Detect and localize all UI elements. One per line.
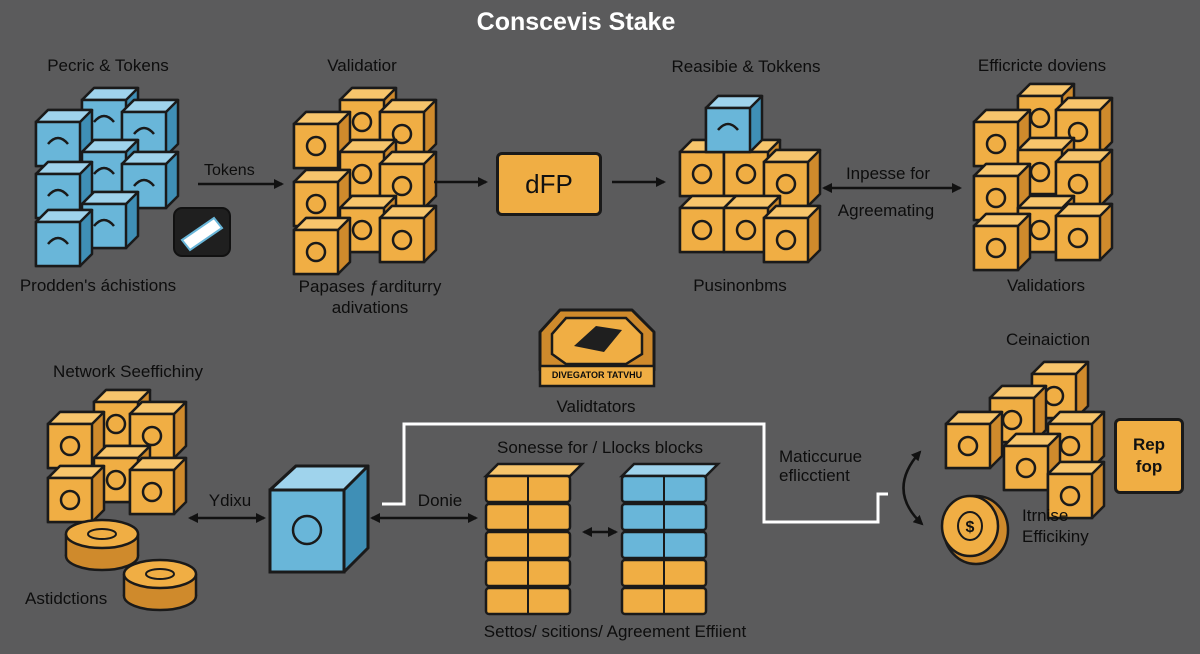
label-col1-top: Pecric & Tokens [47, 56, 169, 75]
orange-block-stack-efficricte [972, 82, 1114, 272]
label-col3-top: Reasibie & Tokkens [671, 57, 821, 76]
hex-badge-icon [538, 308, 656, 388]
label-settos: Settos/ scitions/ Agreement Effiient [483, 622, 747, 641]
orange-block-stack-network [46, 388, 188, 524]
label-col2-top: Validatior [327, 56, 397, 75]
label-itrnise-1: Itrnise [1022, 506, 1069, 525]
badge-caption: Validtators [556, 397, 636, 416]
orange-block-stack-reasible [678, 94, 822, 264]
arrow-curved [902, 450, 924, 526]
label-ydixu: Ydixu [208, 491, 252, 510]
rep-fop-line-1: Rep [1132, 435, 1166, 454]
orange-block-cluster-right [944, 360, 1106, 520]
label-col2-bottom-2: adivations [331, 298, 409, 317]
connector-line [382, 422, 888, 524]
label-maticcurue-1: Maticcurue [779, 447, 863, 466]
blue-cube-center [268, 464, 370, 574]
label-col3-bottom: Pusinonbms [693, 276, 787, 295]
rep-fop-box: Rep fop [1114, 418, 1184, 494]
label-itrnise-2: Efficikiny [1022, 527, 1089, 546]
dfp-box: dFP [496, 152, 602, 216]
orange-block-stack-validator [292, 86, 438, 276]
label-col2-bottom-1: Papases ƒarditurry [298, 277, 442, 296]
coin-stack-icon [64, 518, 198, 612]
layer-stack-blue [618, 462, 722, 616]
label-astidctions: Astidctions [25, 589, 108, 608]
dollar-coin-icon: $ [940, 494, 1010, 566]
label-col4-top: Efficricte doviеns [977, 56, 1107, 75]
label-maticcurue-2: eflicctient [779, 466, 850, 485]
blue-block-stack-left [34, 86, 180, 268]
label-network: Network Seeffichiny [53, 362, 203, 381]
hdd-icon [173, 207, 231, 257]
badge-text: DIVEGATOR TATVHU [551, 370, 643, 380]
label-ceinaiction: Ceinaiction [1005, 330, 1091, 349]
label-donie: Donie [417, 491, 463, 510]
label-sonesse: Sonesse for / Llocks blocks [497, 438, 703, 457]
diagram-title: Conscevis Stake [476, 8, 676, 36]
label-inpesse-1: Inpesse for [845, 164, 931, 183]
svg-text:$: $ [966, 519, 975, 536]
layer-stack-orange [482, 462, 586, 616]
label-col1-bottom: Prodden's áchistions [19, 276, 177, 295]
label-col4-bottom: Validatiors [1006, 276, 1086, 295]
label-inpesse-2: Agreemating [837, 201, 935, 220]
label-tokens-arrow: Tokens [204, 162, 255, 179]
rep-fop-line-2: fop [1135, 457, 1163, 476]
